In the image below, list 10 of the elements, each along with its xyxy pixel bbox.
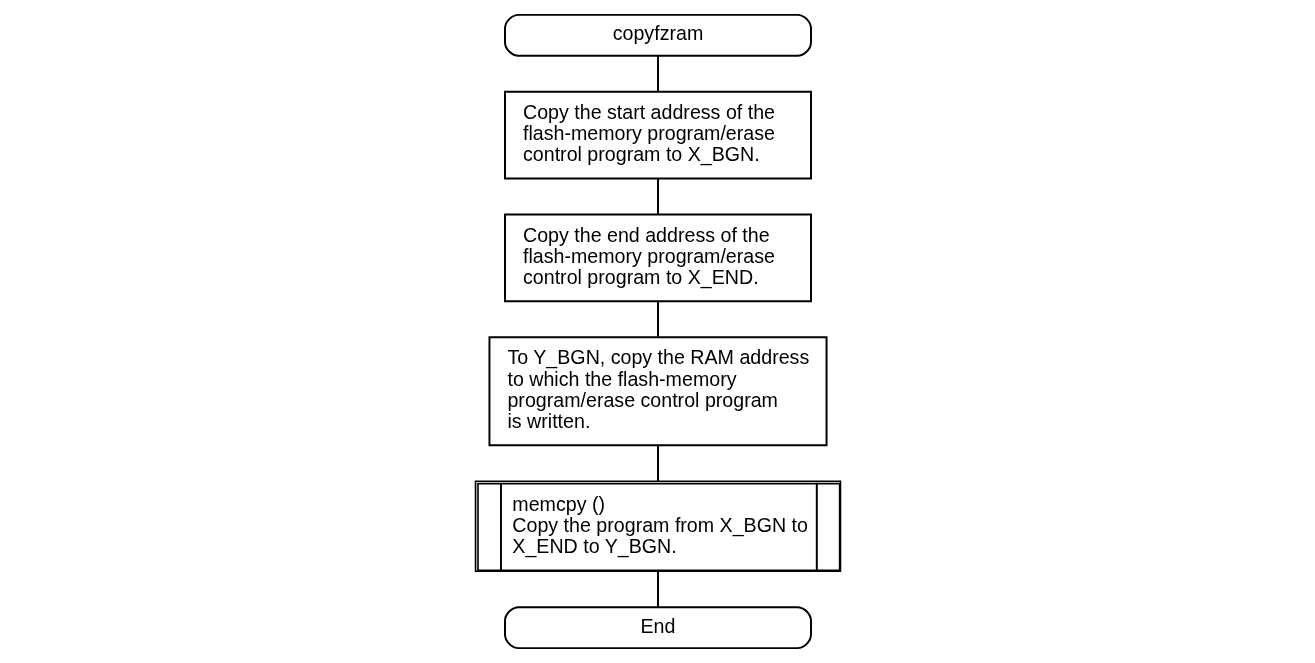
- connector: [656, 55, 659, 93]
- connector: [656, 300, 659, 338]
- node-box: Copy the start address of the flash-memory program/erase control program to X_BGN.: [503, 90, 812, 180]
- node-box: End: [503, 606, 812, 650]
- connector: [656, 177, 659, 216]
- connector: [656, 570, 659, 608]
- node-box: copyfzram: [503, 13, 812, 57]
- connector: [656, 444, 659, 483]
- node-box: Copy the end address of the flash-memory program/erase control program to X_END.: [503, 213, 812, 303]
- node-box: To Y_BGN, copy the RAM address to which the flash-memory program/erase control program is written.: [487, 336, 828, 447]
